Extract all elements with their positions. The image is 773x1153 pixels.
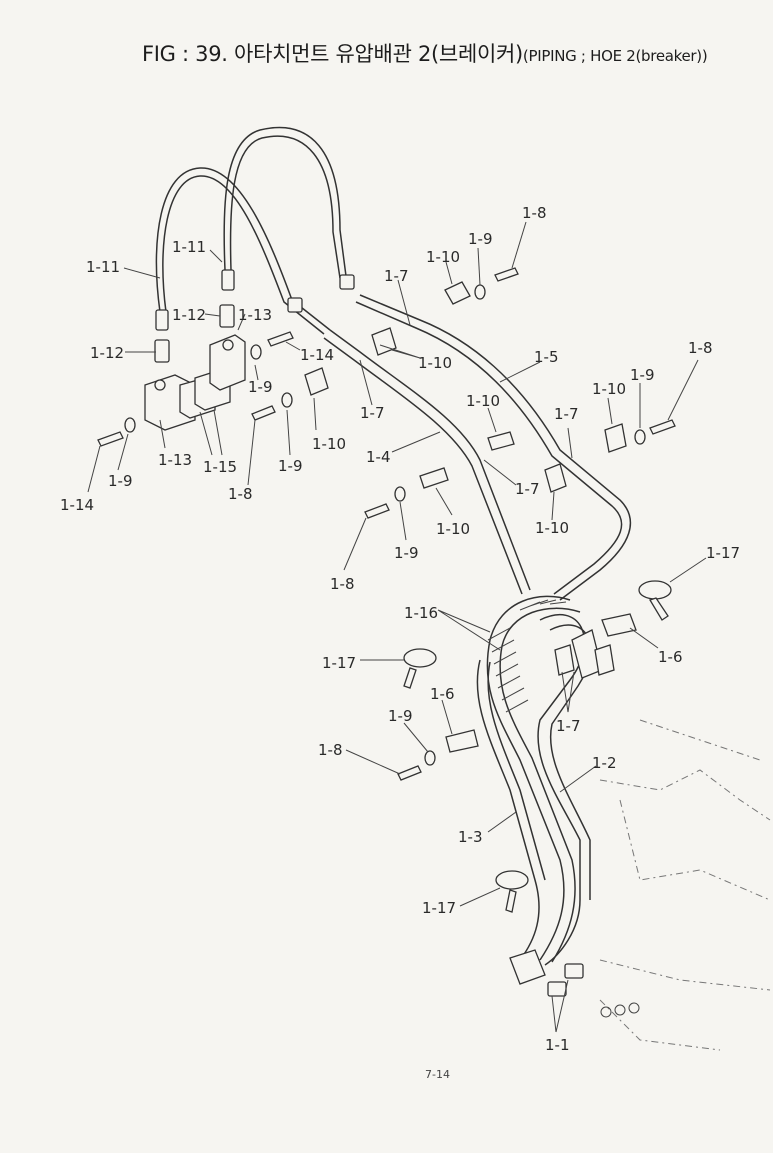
callout-1-10-g: 1-10 <box>592 380 626 398</box>
adapters-bottom <box>509 949 640 1018</box>
callout-1-9-g: 1-9 <box>388 707 413 725</box>
callout-1-5: 1-5 <box>534 348 559 366</box>
callout-1-11-b: 1-11 <box>172 238 206 256</box>
callout-1-6-a: 1-6 <box>658 648 683 666</box>
fittings <box>154 269 355 363</box>
fittings-1-7-cluster <box>554 629 615 679</box>
callout-1-8-d: 1-8 <box>688 339 713 357</box>
hose-protector-wrap <box>487 599 567 713</box>
page-number: 7-14 <box>425 1068 450 1081</box>
callout-1-7-c: 1-7 <box>515 480 540 498</box>
callout-1-1: 1-1 <box>545 1036 570 1054</box>
clamps <box>304 281 637 753</box>
washers <box>124 284 646 766</box>
callout-1-9-f: 1-9 <box>630 366 655 384</box>
callout-1-10-c: 1-10 <box>418 354 452 372</box>
callout-1-15: 1-15 <box>203 458 237 476</box>
callout-1-6-b: 1-6 <box>430 685 455 703</box>
callout-1-7-d: 1-7 <box>554 405 579 423</box>
callout-1-10-b: 1-10 <box>426 248 460 266</box>
figure-title-sub: (PIPING ; HOE 2(breaker)) <box>522 47 708 65</box>
callout-1-7-a: 1-7 <box>360 404 385 422</box>
callout-1-9-d: 1-9 <box>468 230 493 248</box>
leader-lines <box>87 221 707 1033</box>
hose-bands <box>403 580 672 913</box>
callout-1-9-e: 1-9 <box>394 544 419 562</box>
callout-1-13-b: 1-13 <box>158 451 192 469</box>
callout-1-17-a: 1-17 <box>706 544 740 562</box>
valve-block-assembly <box>144 334 246 431</box>
callout-1-4: 1-4 <box>366 448 391 466</box>
callout-1-7-b: 1-7 <box>384 267 409 285</box>
callout-labels: 1-11 1-11 1-12 1-12 1-13 1-14 1-9 1-13 1… <box>60 204 740 1054</box>
callout-1-14-b: 1-14 <box>60 496 94 514</box>
callout-1-8-c: 1-8 <box>330 575 355 593</box>
hoses <box>155 126 631 966</box>
figure-title-main: FIG : 39. 아타치먼트 유압배관 2(브레이커) <box>142 42 523 66</box>
figure-title: FIG : 39. 아타치먼트 유압배관 2(브레이커)(PIPING ; HO… <box>142 38 708 68</box>
callout-1-13-a: 1-13 <box>238 306 272 324</box>
callout-1-10-d: 1-10 <box>466 392 500 410</box>
callout-1-12-b: 1-12 <box>90 344 124 362</box>
callout-1-17-c: 1-17 <box>422 899 456 917</box>
callout-1-12-a: 1-12 <box>172 306 206 324</box>
callout-1-10-a: 1-10 <box>312 435 346 453</box>
callout-1-10-e: 1-10 <box>436 520 470 538</box>
callout-1-11-a: 1-11 <box>86 258 120 276</box>
callout-1-9-c: 1-9 <box>278 457 303 475</box>
callout-1-3: 1-3 <box>458 828 483 846</box>
callout-1-8-a: 1-8 <box>228 485 253 503</box>
bolts <box>97 267 676 781</box>
callout-1-17-b: 1-17 <box>322 654 356 672</box>
callout-1-8-b: 1-8 <box>522 204 547 222</box>
callout-1-10-f: 1-10 <box>535 519 569 537</box>
boom-outline <box>599 719 771 1051</box>
callout-1-14-a: 1-14 <box>300 346 334 364</box>
callout-1-16: 1-16 <box>404 604 438 622</box>
callout-1-8-e: 1-8 <box>318 741 343 759</box>
callout-1-9-a: 1-9 <box>248 378 273 396</box>
callout-1-7-e: 1-7 <box>556 717 581 735</box>
callout-1-9-b: 1-9 <box>108 472 133 490</box>
callout-1-2: 1-2 <box>592 754 617 772</box>
